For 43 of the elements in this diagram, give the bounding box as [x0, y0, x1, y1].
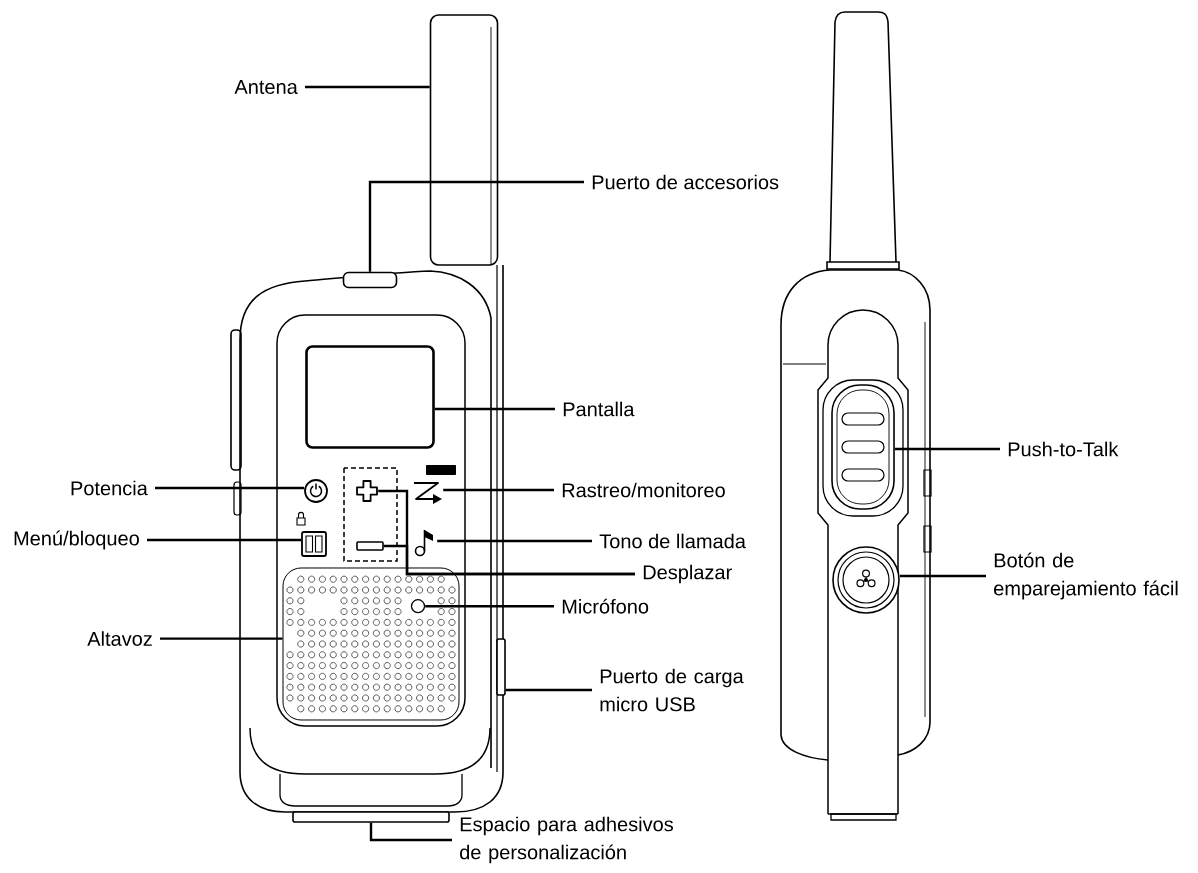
part-label: Potencia [71, 480, 148, 496]
part-label: Rastreo/monitoreo [562, 482, 725, 498]
speaker-grille [282, 567, 460, 721]
leader-line [505, 688, 592, 692]
usb-port [496, 638, 506, 696]
antenna [429, 14, 499, 266]
leader-line [147, 538, 302, 542]
accessory-port [342, 271, 398, 289]
leader-line [437, 539, 592, 543]
part-label: Puerto de accesorios [592, 174, 779, 190]
part-label: Pantalla [563, 401, 635, 417]
part-label: Botón de emparejamiento fácil [994, 552, 1178, 600]
part-label: Menú/bloqueo [14, 530, 139, 550]
part-label: Tono de llamada [599, 533, 746, 549]
push-to-talk-button [831, 384, 895, 510]
leader-line [434, 407, 555, 411]
leader-line [160, 637, 283, 640]
leader-line [899, 574, 986, 578]
part-label: Espacio para adhesivos de personalización [460, 816, 673, 864]
part-label: Antena [234, 80, 298, 94]
pairing-button [832, 546, 900, 614]
leader-line [425, 605, 554, 608]
sticker-area [292, 811, 450, 823]
leader-line [305, 85, 430, 89]
part-label: Desplazar [643, 564, 732, 584]
microphone-hole [410, 599, 426, 614]
leader-line [383, 544, 635, 576]
display-screen [305, 345, 435, 449]
plus-key [356, 480, 378, 502]
leader-line [894, 447, 1000, 451]
power-button [304, 479, 328, 503]
leader-line [369, 822, 452, 842]
part-label: Altavoz [87, 631, 152, 646]
part-label: Puerto de carga micro USB [600, 668, 744, 712]
scan-button [413, 465, 456, 504]
part-label: Push-to-Talk [1008, 441, 1119, 457]
leader-line [155, 486, 305, 490]
part-label: Micrófono [562, 598, 649, 614]
call-tone-button [414, 529, 433, 557]
menu-button [301, 531, 327, 557]
leader-line [368, 180, 584, 272]
leader-line [443, 488, 554, 492]
minus-key [356, 541, 384, 551]
